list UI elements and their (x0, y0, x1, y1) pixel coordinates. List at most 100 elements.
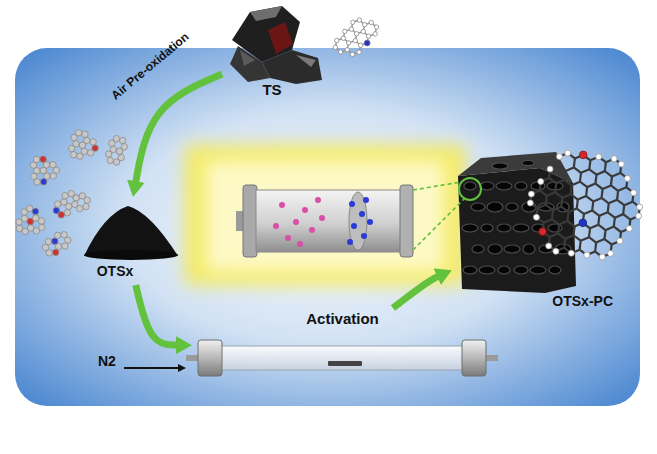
atom (87, 150, 93, 156)
bond (589, 169, 596, 174)
bond (587, 184, 595, 188)
bond (552, 210, 553, 219)
atom (84, 137, 90, 143)
ion (273, 223, 279, 229)
atom (538, 179, 544, 185)
bond (592, 201, 593, 210)
atom (579, 219, 587, 227)
atom (105, 151, 111, 157)
illustration-node: OTSx-PC (450, 140, 645, 315)
bond (589, 160, 590, 169)
cell-cap (243, 185, 257, 257)
atom (361, 29, 365, 33)
gas-arrow (124, 367, 184, 369)
zoom-line (413, 198, 465, 250)
atom (354, 32, 358, 36)
ion (319, 215, 325, 221)
atom (62, 192, 68, 198)
atom (65, 237, 71, 243)
atom (52, 238, 58, 244)
ion (279, 202, 285, 208)
atom (70, 152, 76, 158)
atom (556, 154, 562, 160)
atom (54, 201, 60, 207)
pore (472, 245, 484, 253)
bond (623, 214, 630, 219)
bond (609, 200, 617, 204)
bond (608, 212, 615, 217)
pore (492, 163, 508, 169)
atom (373, 32, 377, 36)
bond (550, 233, 558, 237)
bond (546, 205, 553, 210)
bond (568, 209, 576, 213)
coal-highlight (296, 55, 316, 67)
atom (546, 243, 552, 249)
bond (552, 219, 559, 224)
bond (555, 183, 556, 192)
bond (612, 173, 620, 177)
bond (595, 184, 602, 189)
bond (595, 243, 596, 252)
atom (52, 238, 58, 244)
pore (471, 203, 485, 211)
atom (351, 20, 355, 24)
background-panel (15, 48, 640, 406)
zoom-line (413, 182, 461, 190)
bond (546, 196, 547, 205)
bond (573, 235, 580, 240)
pore (480, 182, 494, 190)
pore (504, 245, 520, 253)
atom (83, 203, 89, 209)
ion (293, 219, 299, 225)
bond (564, 239, 565, 248)
bond (592, 210, 599, 215)
bond (580, 241, 581, 250)
molecule (53, 190, 90, 218)
atom (45, 238, 51, 244)
tube-fitting (462, 340, 486, 376)
atom (40, 167, 46, 173)
atom (53, 207, 59, 213)
pore (496, 182, 512, 190)
atom (33, 215, 39, 221)
bond (573, 226, 574, 235)
light-glow (205, 160, 445, 272)
atom (584, 252, 590, 258)
bond (611, 177, 612, 186)
node-label: Activation (306, 310, 379, 327)
atom (366, 34, 370, 38)
atom (119, 137, 125, 143)
atom (40, 179, 46, 185)
bond (537, 205, 545, 209)
atom (568, 250, 574, 256)
coal-face (268, 22, 293, 54)
atom (358, 43, 362, 47)
atom (116, 148, 122, 154)
ion (359, 211, 365, 217)
bond (577, 200, 578, 209)
ion (315, 197, 321, 203)
illustration-node: Activation (190, 308, 495, 384)
atom (637, 204, 643, 210)
atom (338, 50, 342, 54)
bond (605, 171, 612, 176)
node-label: OTSx-PC (552, 293, 613, 309)
bond (595, 175, 596, 184)
bond (574, 167, 581, 172)
ion (309, 227, 315, 233)
atom (527, 200, 533, 206)
bond (605, 162, 606, 171)
atom (345, 48, 349, 52)
bond (578, 196, 586, 200)
bond (598, 216, 599, 225)
atom (533, 214, 539, 220)
pore (530, 266, 546, 274)
pore (513, 224, 529, 232)
atom (364, 40, 370, 46)
bond (590, 225, 598, 229)
gas-label: N2 (98, 353, 116, 369)
bond (599, 212, 607, 216)
ion (285, 235, 291, 241)
